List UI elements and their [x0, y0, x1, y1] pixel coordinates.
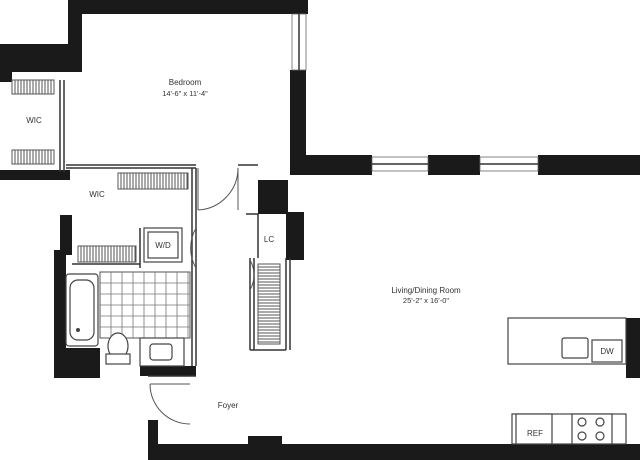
interior-partitions	[59, 80, 291, 377]
bedroom-dims: 14'-6" x 11'-4"	[162, 89, 208, 98]
living-room-dims: 25'-2" x 16'-0"	[403, 296, 449, 305]
wall-living-top-3	[538, 155, 640, 175]
wall-living-top-2	[428, 155, 480, 175]
toilet-tank	[105, 353, 131, 365]
wall-wic-top-edge	[0, 72, 12, 82]
dishwasher-label: DW	[600, 347, 614, 356]
wic-center-label: WIC	[89, 190, 105, 199]
burner	[595, 417, 605, 427]
foyer-name: Foyer	[218, 401, 239, 410]
wall-bath-bottom-right	[140, 366, 196, 376]
doors	[149, 167, 255, 425]
bathtub-basin	[69, 279, 95, 341]
wall-left-mid	[60, 215, 72, 255]
kitchen	[507, 317, 627, 445]
dishwasher	[591, 339, 623, 363]
wall-bath-bottom-left	[54, 348, 100, 378]
range	[571, 413, 613, 445]
column-center	[258, 180, 288, 214]
wall-living-top-1	[290, 155, 372, 175]
kitchen-sink	[561, 337, 589, 359]
refrigerator-label: REF	[527, 429, 543, 438]
windows	[291, 13, 539, 172]
wall-bath-left	[54, 250, 66, 378]
closet-shelving	[11, 79, 281, 345]
shelf-hatching	[14, 80, 280, 343]
bedroom-name: Bedroom	[169, 78, 202, 87]
refrigerator	[515, 413, 553, 445]
wall-wic-top	[0, 44, 82, 72]
wall-living-right	[626, 318, 640, 378]
wall-foyer-left	[148, 420, 158, 460]
labels: Bedroom 14'-6" x 11'-4" Living/Dining Ro…	[26, 78, 614, 438]
column-center-right	[286, 212, 304, 260]
wall-bottom-column	[248, 436, 282, 460]
wall-wic-bottom	[0, 170, 70, 180]
burner	[577, 417, 587, 427]
living-room-name: Living/Dining Room	[391, 286, 461, 295]
washer-dryer-inner	[147, 231, 179, 259]
linen-closet-label: LC	[264, 235, 274, 244]
washer-dryer-label: W/D	[155, 241, 171, 250]
wall-bedroom-right	[290, 70, 306, 170]
wall-bottom	[148, 444, 640, 460]
burner	[595, 431, 605, 441]
bathroom	[65, 271, 191, 367]
washer-dryer	[143, 227, 183, 263]
sink	[149, 343, 173, 361]
burner	[577, 431, 587, 441]
wic-left-label: WIC	[26, 116, 42, 125]
wall-bedroom-top	[68, 0, 308, 14]
